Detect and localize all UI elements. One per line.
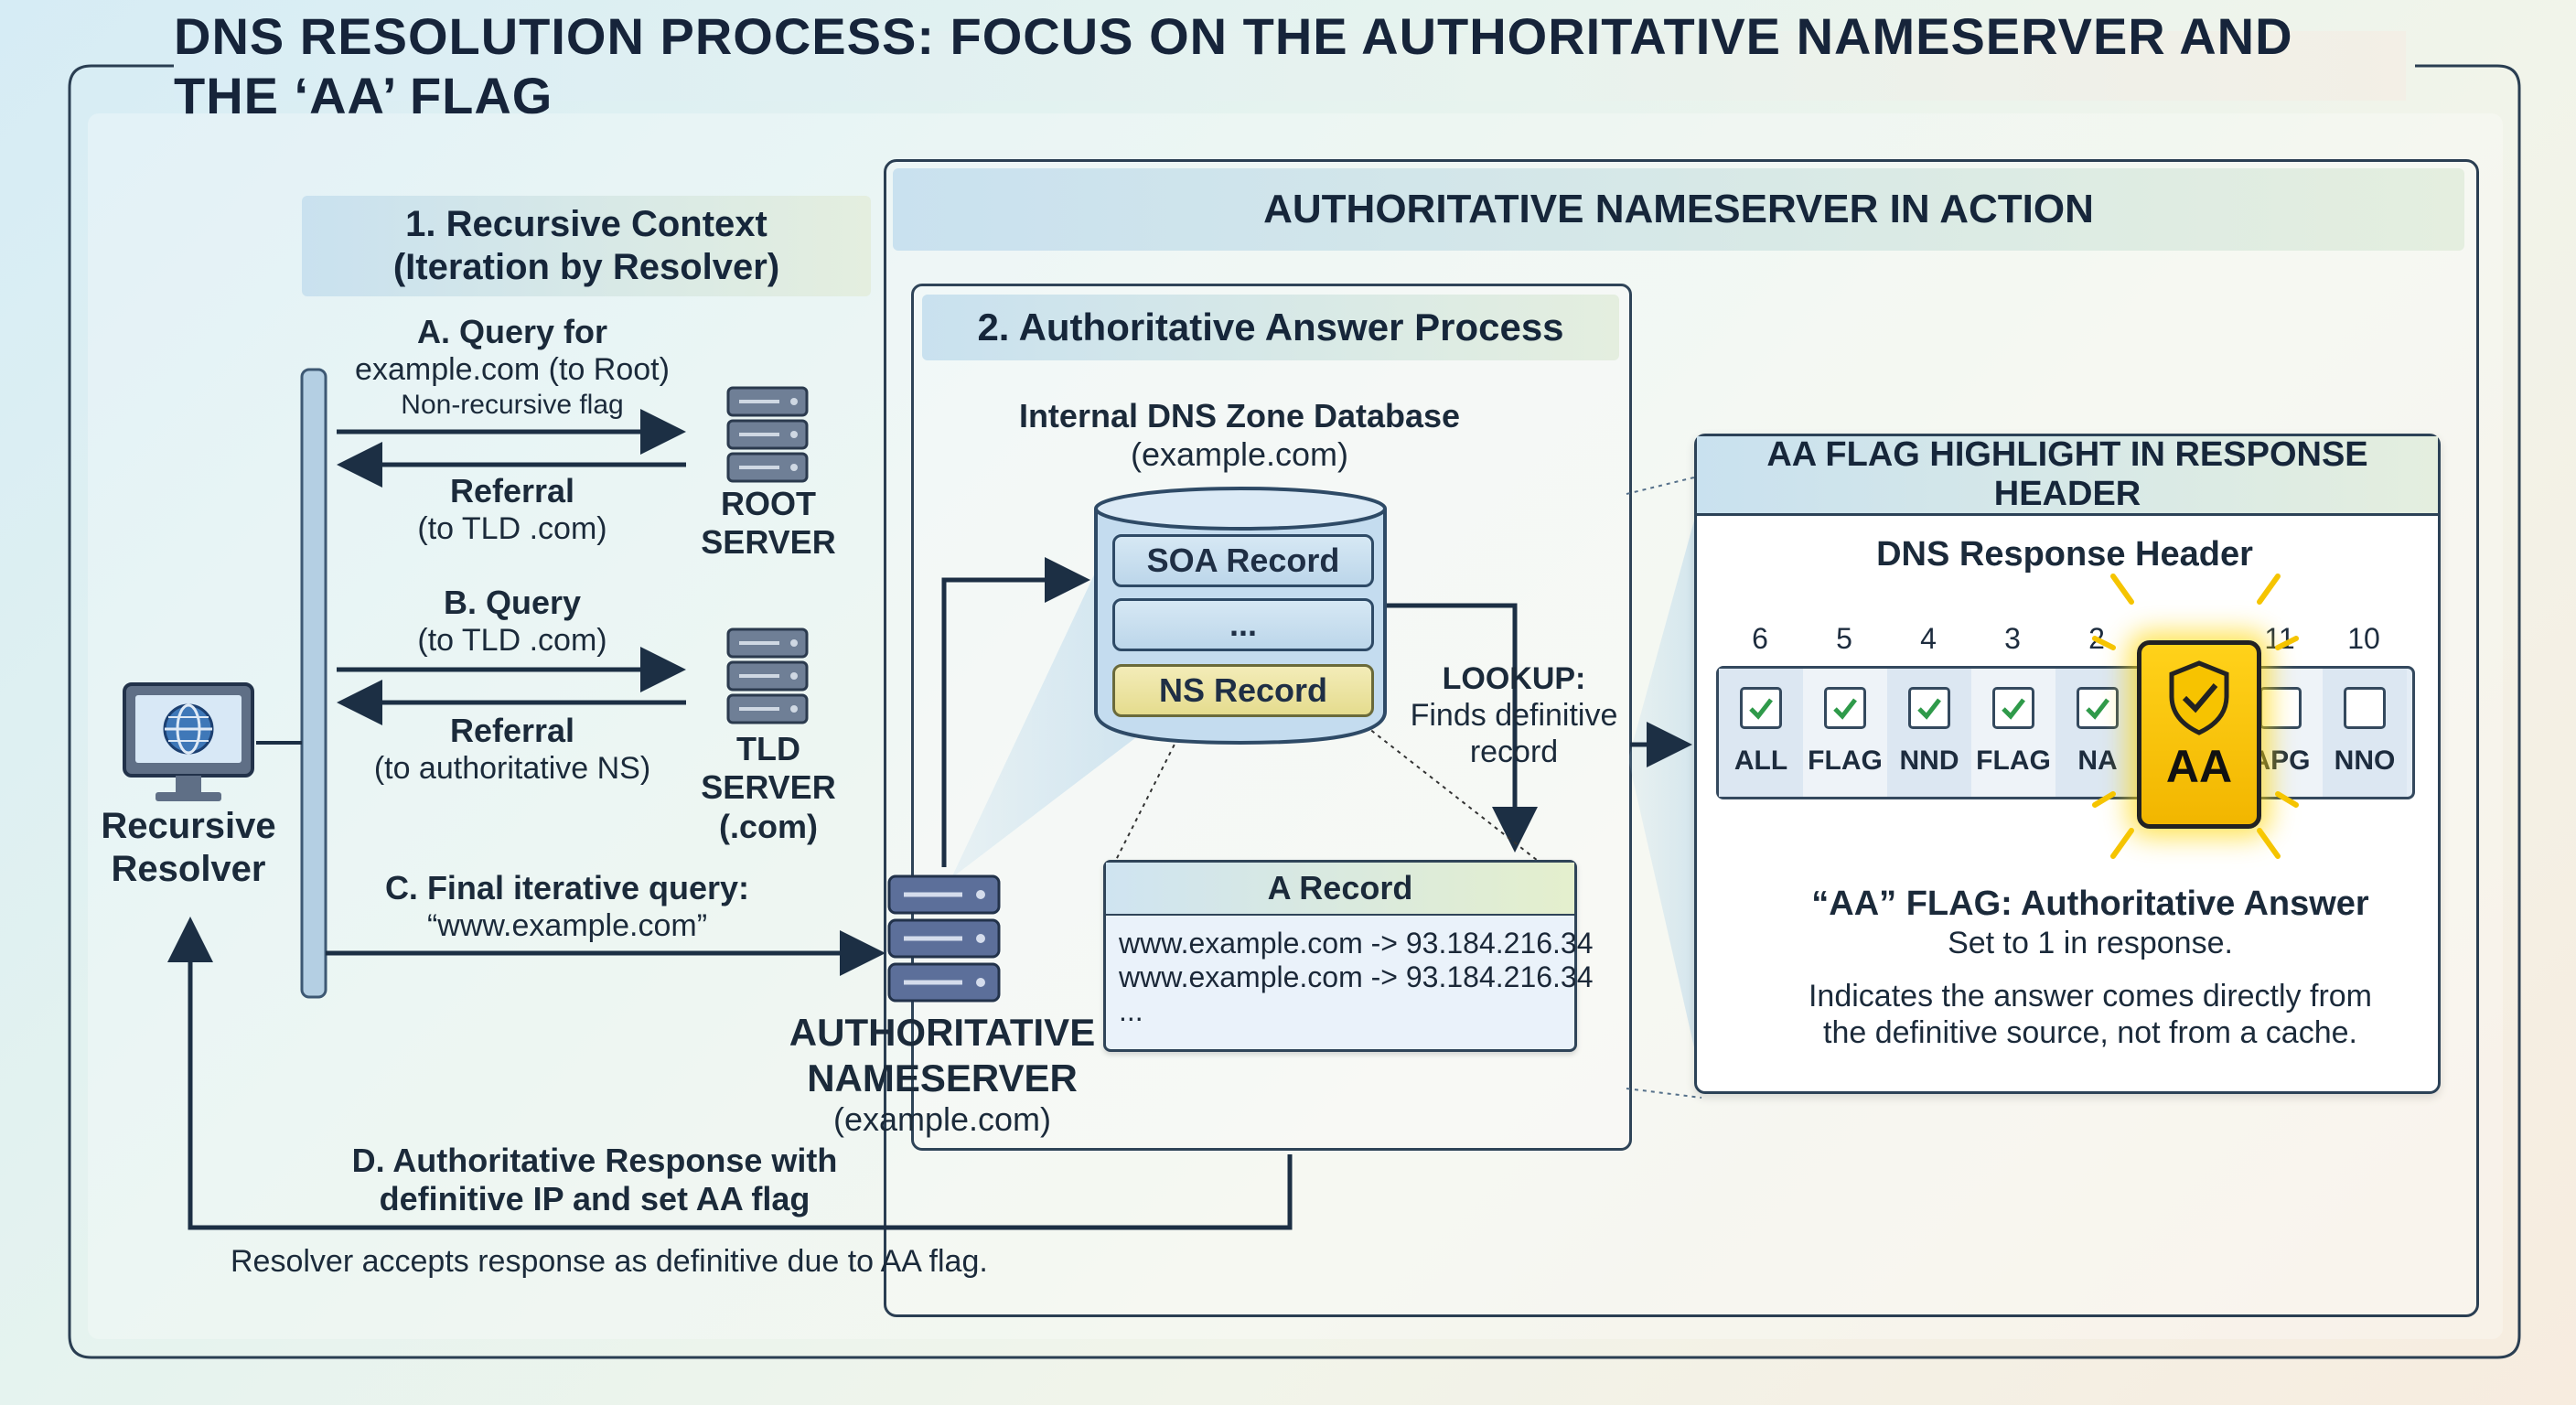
aa-explanation: “AA” FLAG: Authoritative Answer Set to 1… <box>1720 884 2461 1051</box>
tld-server-label: TLD SERVER (.com) <box>668 730 869 846</box>
step-d-line2: definitive IP and set AA flag <box>379 1180 810 1218</box>
aa-flag-header: AA FLAG HIGHLIGHT IN RESPONSE HEADER <box>1697 435 2438 516</box>
bit-numbers: 6 5 4 3 2 11 10 <box>1718 622 2413 668</box>
bit-label-3: NND <box>1899 745 1959 776</box>
step-a-referral-label: Referral (to TLD .com) <box>375 472 649 548</box>
bit-label-4: FLAG <box>1976 745 2051 776</box>
bit-num-3: 4 <box>1920 622 1937 655</box>
aa-sub: Set to 1 in response. <box>1948 925 2233 960</box>
bit-label-2: FLAG <box>1808 745 1883 776</box>
bit-cell-4[interactable]: FLAG <box>1971 669 2055 797</box>
authoritative-section-title: AUTHORITATIVE NAMESERVER IN ACTION <box>893 168 2464 251</box>
root-server-icon <box>726 386 809 483</box>
root-server-label: ROOT SERVER <box>677 485 860 563</box>
checkbox-checked[interactable] <box>1992 687 2034 729</box>
step-a-line3: Non-recursive flag <box>401 389 624 420</box>
aa-glow-rays <box>2092 574 2299 859</box>
bit-num-1: 6 <box>1752 622 1768 655</box>
root-line2: SERVER <box>701 523 836 562</box>
aa-bit-highlight[interactable]: AA <box>2137 640 2261 829</box>
bit-label-8: NNO <box>2334 745 2396 776</box>
step-d-label: D. Authoritative Response with definitiv… <box>348 1142 842 1219</box>
step-b-reply-title: Referral <box>449 712 575 749</box>
bit-cell-8[interactable]: NNO <box>2323 669 2407 797</box>
bit-cell-2[interactable]: FLAG <box>1803 669 1887 797</box>
bit-cell-3[interactable]: NND <box>1887 669 1971 797</box>
recursive-resolver-label: Recursive Resolver <box>88 805 289 891</box>
globe-icon <box>163 703 214 755</box>
checkbox-checked[interactable] <box>2077 687 2119 729</box>
a-record-box[interactable]: A Record www.example.com -> 93.184.216.3… <box>1103 860 1594 1052</box>
root-line1: ROOT <box>721 485 816 522</box>
ns-record[interactable]: NS Record <box>1112 664 1374 717</box>
step-a-reply-title: Referral <box>449 472 575 509</box>
computer-icon <box>123 682 254 801</box>
footnote: Resolver accepts response as definitive … <box>231 1244 988 1279</box>
shield-check-icon <box>2169 660 2229 735</box>
authoritative-server-icon <box>887 874 1001 1003</box>
aa-title: “AA” FLAG: Authoritative Answer <box>1811 885 2369 923</box>
step-c-title: C. Final iterative query: <box>384 869 750 906</box>
checkbox-checked[interactable] <box>1824 687 1866 729</box>
bit-num-2: 5 <box>1836 622 1852 655</box>
authoritative-nameserver-label: AUTHORITATIVE NAMESERVER (example.com) <box>787 1010 1098 1140</box>
recursive-context-header: 1. Recursive Context (Iteration by Resol… <box>302 196 871 296</box>
db-title: Internal DNS Zone Database <box>1018 397 1461 434</box>
auth-ns-line3: (example.com) <box>832 1100 1052 1139</box>
aa-bit-label: AA <box>2165 741 2233 792</box>
bit-cell-1[interactable]: ALL <box>1719 669 1803 797</box>
lookup-line2: Finds definitive <box>1410 698 1618 734</box>
a-record-line-2: www.example.com -> 93.184.216.34 <box>1119 960 1594 993</box>
db-subtitle: (example.com) <box>1130 435 1349 474</box>
step-b-query-label: B. Query (to TLD .com) <box>375 584 649 660</box>
checkbox-unchecked[interactable] <box>2344 687 2386 729</box>
checkbox-checked[interactable] <box>1740 687 1782 729</box>
step-a-title: A. Query for <box>416 313 608 350</box>
dns-response-header-title: DNS Response Header <box>1876 535 2253 574</box>
soa-record[interactable]: SOA Record <box>1112 534 1374 587</box>
step-b-title: B. Query <box>443 584 582 621</box>
auth-ns-line2: NAMESERVER <box>807 1056 1078 1099</box>
bit-num-4: 3 <box>2004 622 2021 655</box>
tld-server-icon <box>726 627 809 724</box>
bit-label-5: NA <box>2077 745 2118 776</box>
a-record-line-1: www.example.com -> 93.184.216.34 <box>1119 927 1594 960</box>
tld-line2: (.com) <box>719 807 818 845</box>
a-record-title: A Record <box>1106 863 1574 916</box>
response-header-bits: ALL FLAG NND FLAG NA APG NNO <box>1716 666 2415 799</box>
lookup-line3: record <box>1469 735 1559 770</box>
step-a-line2: example.com (to Root) <box>355 352 670 388</box>
bit-label-1: ALL <box>1733 745 1788 776</box>
ellipsis-record[interactable]: ... <box>1112 598 1374 651</box>
bit-num-8: 10 <box>2347 622 2380 655</box>
a-record-line-3: ... <box>1119 994 1143 1027</box>
aa-desc-line1: Indicates the answer comes directly from <box>1808 978 2373 1014</box>
recursive-context-header-line2: (Iteration by Resolver) <box>392 247 780 287</box>
step-a-reply-sub: (to TLD .com) <box>417 511 607 547</box>
recursive-context-header-line1: 1. Recursive Context <box>405 203 767 244</box>
step-a-query-label: A. Query for example.com (to Root) Non-r… <box>338 313 686 421</box>
answer-process-header: 2. Authoritative Answer Process <box>922 295 1619 360</box>
step-d-line1: D. Authoritative Response with <box>351 1142 838 1179</box>
zone-database-title: Internal DNS Zone Database (example.com) <box>988 397 1491 475</box>
resolver-line2: Resolver <box>111 849 266 890</box>
checkbox-checked[interactable] <box>1908 687 1950 729</box>
aa-desc-line2: the definitive source, not from a cache. <box>1823 1015 2357 1051</box>
step-b-reply-sub: (to authoritative NS) <box>373 751 651 787</box>
auth-ns-line1: AUTHORITATIVE <box>789 1011 1096 1054</box>
resolver-line1: Recursive <box>101 806 276 846</box>
step-b-referral-label: Referral (to authoritative NS) <box>348 712 677 788</box>
lookup-label: LOOKUP: Finds definitive record <box>1400 660 1628 770</box>
step-c-line2: “www.example.com” <box>426 908 708 944</box>
bit-cell-5[interactable]: NA <box>2055 669 2140 797</box>
lookup-title: LOOKUP: <box>1442 661 1586 696</box>
step-b-line2: (to TLD .com) <box>417 623 607 659</box>
tld-line1: TLD SERVER <box>701 730 836 807</box>
zone-records: SOA Record ... NS Record <box>1112 534 1374 717</box>
step-c-label: C. Final iterative query: “www.example.c… <box>348 869 787 945</box>
